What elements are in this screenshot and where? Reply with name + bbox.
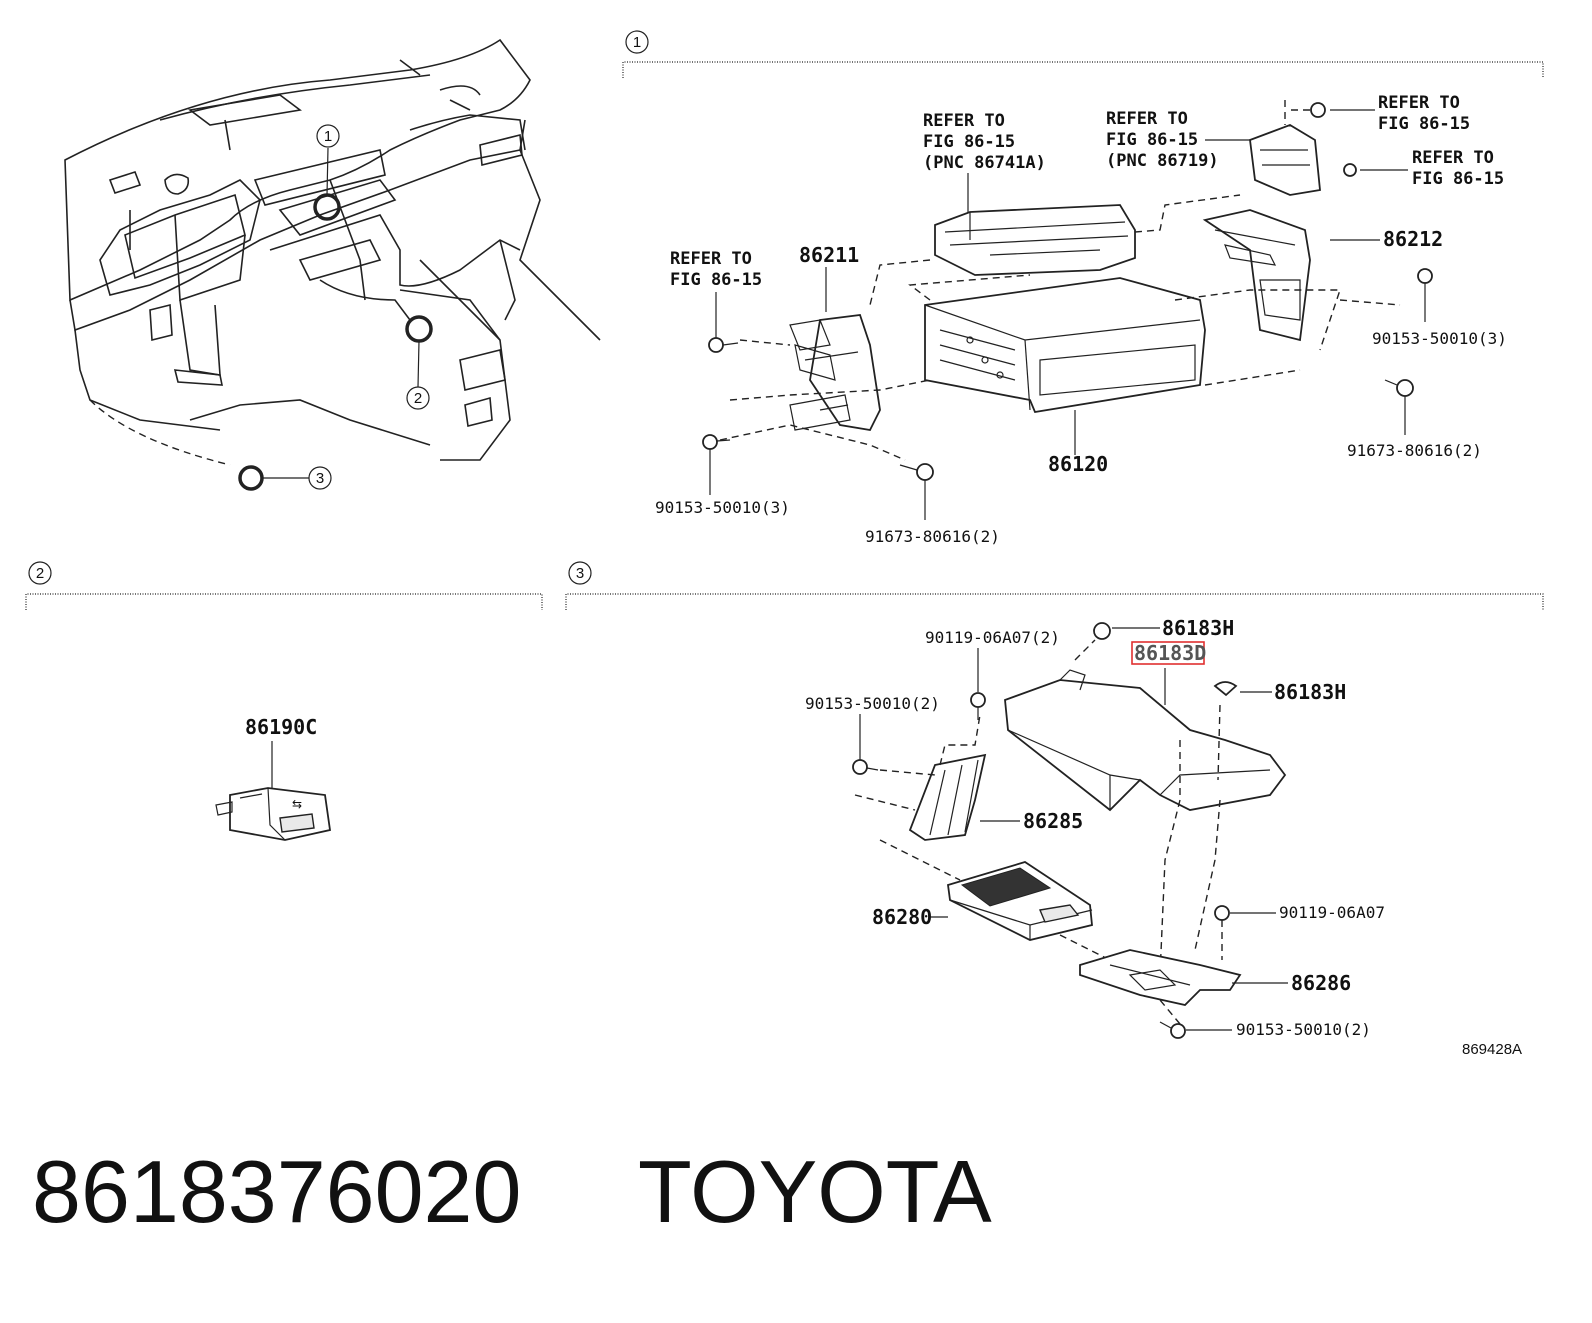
- location-marker-3: [238, 465, 264, 491]
- diagram-code: 869428A: [1462, 1041, 1522, 1058]
- callout-2: [406, 386, 430, 410]
- dashboard-overview: 1 2 3: [64, 38, 601, 491]
- part-label-90153-50010-2: 90153-50010(2): [805, 694, 940, 713]
- refer-pnc-label: (PNC 86741A): [923, 153, 1046, 173]
- clip: [1093, 622, 1111, 640]
- screw: [1417, 268, 1433, 284]
- screw: [1343, 163, 1357, 177]
- part-label-91673-80616-left: 91673-80616(2): [865, 527, 1000, 546]
- refer-fig-label: FIG 86-15: [670, 270, 762, 290]
- cover-86183D: [1004, 679, 1287, 812]
- section-3-bracket: [565, 593, 1544, 610]
- refer-to-label: REFER TO: [1106, 109, 1188, 129]
- refer-to-label: REFER TO: [1378, 93, 1460, 113]
- part-label-86286: 86286: [1291, 971, 1351, 995]
- refer-to-label: REFER TO: [1412, 148, 1494, 168]
- refer-fig-label: FIG 86-15: [1378, 114, 1470, 134]
- part-number-title: 8618376020: [32, 1142, 521, 1241]
- refer-fig-label: FIG 86-15: [1412, 169, 1504, 189]
- screw: [1214, 905, 1230, 960]
- section-1-marker: [625, 30, 649, 54]
- callout-1-label: 1: [324, 128, 332, 145]
- nut: [1310, 102, 1326, 118]
- part-label-86190C: 86190C: [245, 715, 317, 739]
- screw: [970, 692, 986, 720]
- part-label-90119-06A07: 90119-06A07: [1279, 903, 1385, 922]
- screw: [852, 759, 879, 775]
- bracket-86719: [1249, 124, 1321, 196]
- section-2: 2 86190C ⇆: [25, 561, 543, 841]
- part-label-86183D: 86183D: [1134, 641, 1206, 665]
- location-marker-1: [313, 193, 341, 221]
- section-3: 3 86183H 86183D 86183H 86285 90: [565, 561, 1544, 1039]
- screw: [702, 434, 731, 450]
- location-marker-2: [405, 315, 433, 343]
- bracket-86212: [1202, 209, 1311, 342]
- section-2-marker: [28, 561, 52, 585]
- refer-fig-label: FIG 86-15: [1106, 130, 1198, 150]
- bracket-86211: [809, 314, 881, 431]
- usb-slot: [279, 813, 315, 833]
- part-label-90119-06A07-2: 90119-06A07(2): [925, 628, 1060, 647]
- part-label-86183H-right: 86183H: [1274, 680, 1346, 704]
- usb-icon: ⇆: [292, 797, 302, 811]
- screw: [1159, 999, 1186, 1039]
- section-3-marker: [568, 561, 592, 585]
- refer-pnc-label: (PNC 86719): [1106, 151, 1219, 171]
- refer-to-label: REFER TO: [923, 111, 1005, 131]
- clip: [1213, 681, 1238, 697]
- refer-fig-label: FIG 86-15: [923, 132, 1015, 152]
- part-label-90153-50010-left: 90153-50010(3): [655, 498, 790, 517]
- refer-to-label: REFER TO: [670, 249, 752, 269]
- part-label-90153-50010-2-bottom: 90153-50010(2): [1236, 1020, 1371, 1039]
- section-2-number: 2: [36, 565, 44, 582]
- part-label-86120: 86120: [1048, 452, 1108, 476]
- part-label-86280: 86280: [872, 905, 932, 929]
- section-1-number: 1: [633, 34, 641, 51]
- section-2-bracket: [25, 593, 543, 610]
- highlight-box: [1131, 641, 1205, 665]
- bolt: [899, 463, 934, 481]
- section-1-bracket: [622, 61, 1544, 78]
- part-label-91673-80616-right: 91673-80616(2): [1347, 441, 1482, 460]
- callout-1: [316, 124, 340, 148]
- part-label-86183H-top: 86183H: [1162, 616, 1234, 640]
- part-label-86285: 86285: [1023, 809, 1083, 833]
- part-label-90153-50010-right: 90153-50010(3): [1372, 329, 1507, 348]
- screw: [708, 337, 739, 353]
- navigation-unit: [934, 204, 1136, 276]
- brand-title: TOYOTA: [638, 1142, 992, 1241]
- bolt: [1384, 379, 1414, 397]
- section-3-number: 3: [576, 565, 584, 582]
- bracket-86285: [908, 753, 987, 841]
- callout-2-label: 2: [414, 390, 422, 407]
- part-label-86211: 86211: [799, 243, 859, 267]
- section-1: 1 REFER TO FIG 86-15 (PNC 86741A) REFER …: [622, 30, 1544, 546]
- head-unit: [924, 277, 1206, 414]
- callout-3-label: 3: [316, 470, 324, 487]
- part-label-86212: 86212: [1383, 227, 1443, 251]
- usb-port: [229, 787, 332, 841]
- callout-3: [308, 466, 332, 490]
